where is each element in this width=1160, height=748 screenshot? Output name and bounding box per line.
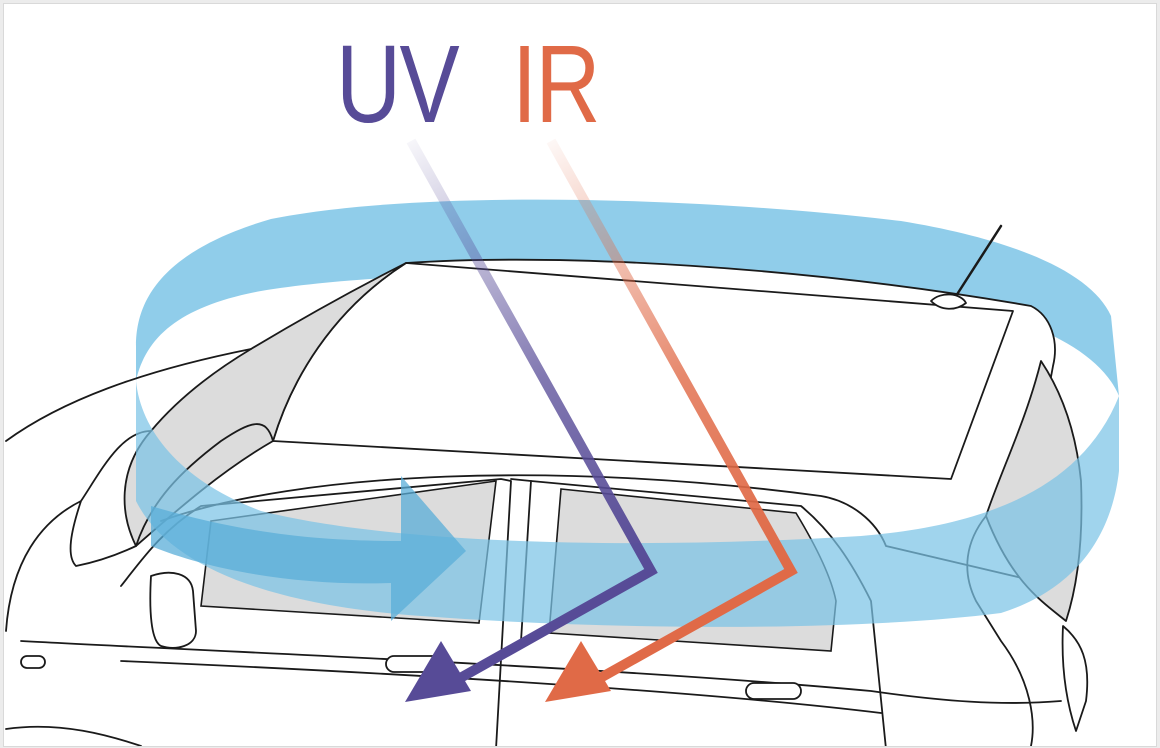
side-mirror [149,571,197,649]
rocker-line [120,660,882,714]
taillight [1061,625,1089,732]
uv-ir-protection-band-back [136,199,1119,396]
uv-label: UV [336,23,460,146]
car-outline [5,224,1089,746]
ir-arrow-icon [545,641,611,702]
car-beltline [160,474,1057,587]
ir-label: IR [512,23,601,146]
front-marker-light [20,655,46,669]
antenna-base [930,293,967,310]
car-uv-ir-diagram [5,138,1119,746]
roof-antenna [954,224,1003,298]
ir-ray [545,138,798,702]
uv-ray [405,138,658,702]
diagram-canvas: UV IR [3,3,1157,747]
car-side-lower [20,640,1062,704]
rear-door-handle [745,682,802,700]
flow-arrow-icon [151,476,466,621]
front-wheel-arch [5,725,142,746]
uv-arrow-icon [405,641,471,702]
car-hood [5,348,252,632]
